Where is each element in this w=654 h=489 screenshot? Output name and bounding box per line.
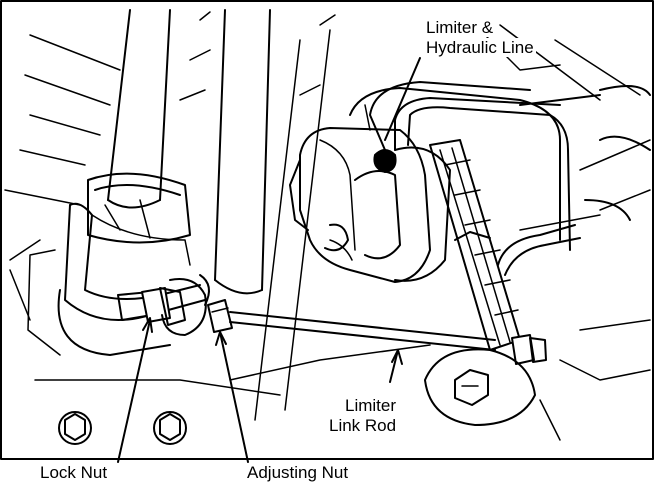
leader-adjusting-nut bbox=[219, 331, 249, 463]
leader-limiter-link-rod bbox=[389, 349, 399, 383]
label-lock-nut: Lock Nut bbox=[38, 463, 110, 482]
body-panel-lines bbox=[4, 11, 651, 441]
leader-limiter-hydraulic-line bbox=[384, 57, 421, 141]
frame-bolts bbox=[58, 411, 187, 445]
label-adjusting-nut: Adjusting Nut bbox=[245, 463, 351, 482]
link-rod-part bbox=[229, 311, 496, 351]
label-limiter-hydraulic-line-1: Limiter & bbox=[424, 18, 496, 37]
label-limiter-link-rod-2: Link Rod bbox=[327, 416, 399, 435]
limiter-valve-part bbox=[289, 127, 451, 283]
lock-nut-part bbox=[117, 278, 207, 336]
hydraulic-lines-part bbox=[349, 81, 651, 276]
diagram-border bbox=[0, 0, 654, 460]
limiter-lever-part bbox=[429, 139, 521, 351]
label-limiter-link-rod-1: Limiter bbox=[343, 396, 399, 415]
label-limiter-hydraulic-line-2: Hydraulic Line bbox=[424, 38, 536, 57]
lever-pivot-part bbox=[424, 348, 536, 426]
adjusting-nut-part bbox=[207, 299, 233, 333]
leader-lines bbox=[117, 57, 421, 463]
rod-end-nut-part bbox=[511, 334, 547, 365]
leader-lock-nut bbox=[117, 319, 151, 463]
strut-assembly bbox=[87, 9, 331, 421]
